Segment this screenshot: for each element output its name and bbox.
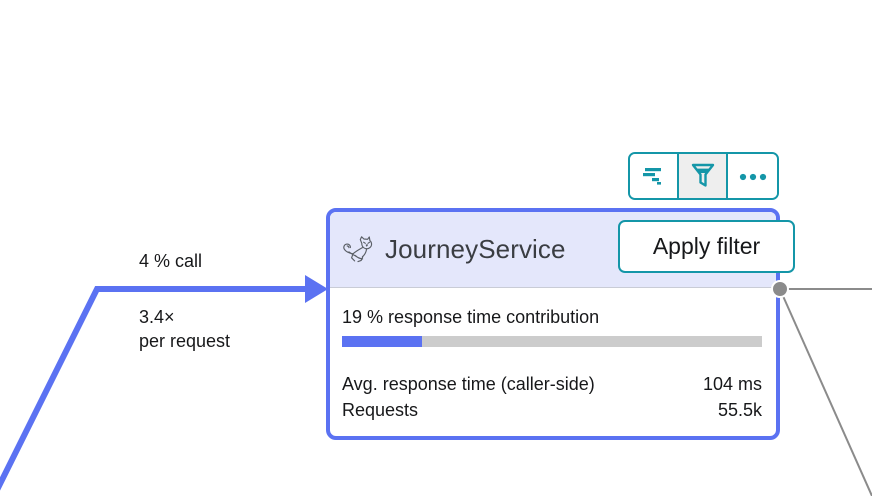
waterfall-icon bbox=[641, 164, 667, 189]
response-time-contribution-bar bbox=[342, 336, 762, 347]
response-time-contribution-label: 19 % response time contribution bbox=[342, 307, 600, 327]
metric-value: 55.5k bbox=[717, 400, 762, 420]
toolbar-waterfall-button[interactable] bbox=[630, 154, 679, 198]
toolbar-more-button[interactable] bbox=[728, 154, 777, 198]
metrics-list: Avg. response time (caller-side) 104 ms … bbox=[342, 371, 762, 423]
metric-label: Avg. response time (caller-side) bbox=[342, 374, 595, 394]
outgoing-edge-handle[interactable] bbox=[771, 280, 789, 298]
service-card-body: 19 % response time contribution Avg. res… bbox=[330, 288, 776, 423]
node-toolbar bbox=[628, 152, 779, 200]
toolbar-filter-button[interactable] bbox=[679, 154, 728, 198]
more-icon bbox=[739, 169, 767, 184]
metric-value: 104 ms bbox=[702, 374, 762, 394]
metric-label: Requests bbox=[342, 400, 419, 420]
tomcat-cat-icon bbox=[342, 235, 376, 265]
metric-row: Avg. response time (caller-side) 104 ms bbox=[342, 371, 762, 397]
edge-label-call-percentage: 4 % call bbox=[139, 251, 203, 271]
service-name-label: JourneyService bbox=[385, 234, 566, 264]
outgoing-edge-diagonal bbox=[782, 295, 872, 496]
metric-row: Requests 55.5k bbox=[342, 397, 762, 423]
filter-icon bbox=[691, 162, 715, 191]
response-time-contribution-bar-fill bbox=[342, 336, 422, 347]
apply-filter-tooltip[interactable]: Apply filter bbox=[618, 220, 795, 273]
incoming-edge-arrowhead bbox=[305, 275, 328, 303]
edge-label-calls-per-request: 3.4× per request bbox=[139, 307, 231, 351]
